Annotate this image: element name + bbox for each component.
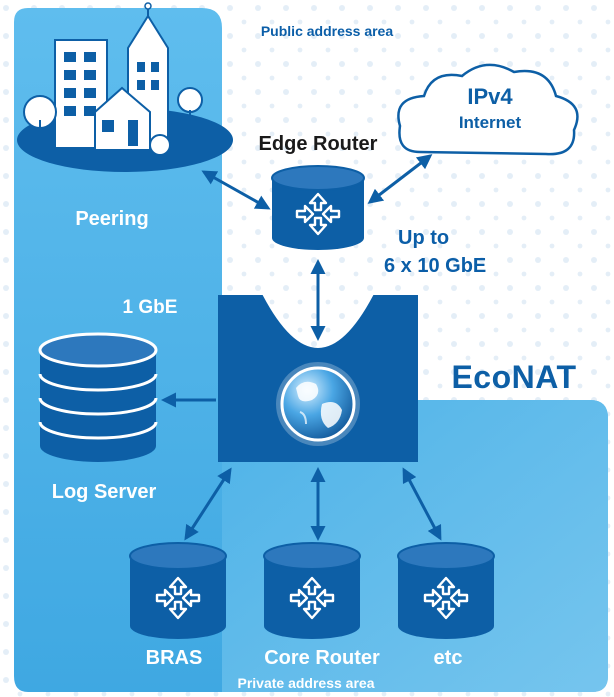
etc-label: etc <box>434 647 463 669</box>
core-router-label: Core Router <box>264 647 380 669</box>
connection-arrows <box>161 154 442 541</box>
cloud-icon <box>397 63 579 156</box>
database-icon <box>38 332 158 462</box>
peering-label: Peering <box>75 208 148 230</box>
econat-label: EcoNAT <box>451 359 576 395</box>
edge-router-node <box>271 165 365 250</box>
internet-label-line2: Internet <box>459 113 522 132</box>
link-econat-bras <box>184 467 232 541</box>
edge-router-label: Edge Router <box>259 133 378 155</box>
link-edge-internet <box>367 154 433 204</box>
bras-node <box>129 542 227 639</box>
log-link-label: 1 GbE <box>123 297 178 318</box>
uplink-label-line2: 6 x 10 GbE <box>384 255 486 277</box>
public-area-label: Public address area <box>261 23 394 39</box>
etc-node <box>397 542 495 639</box>
internet-label-line1: IPv4 <box>467 84 513 109</box>
globe-icon <box>276 362 360 446</box>
link-econat-etc <box>402 467 442 541</box>
log-server-label: Log Server <box>52 481 157 503</box>
city-buildings-icon <box>17 2 233 172</box>
bras-label: BRAS <box>146 647 203 669</box>
private-area-label: Private address area <box>238 675 375 691</box>
core-router-node <box>263 542 361 639</box>
link-peering-edge <box>201 170 271 210</box>
uplink-label-line1: Up to <box>398 227 449 249</box>
